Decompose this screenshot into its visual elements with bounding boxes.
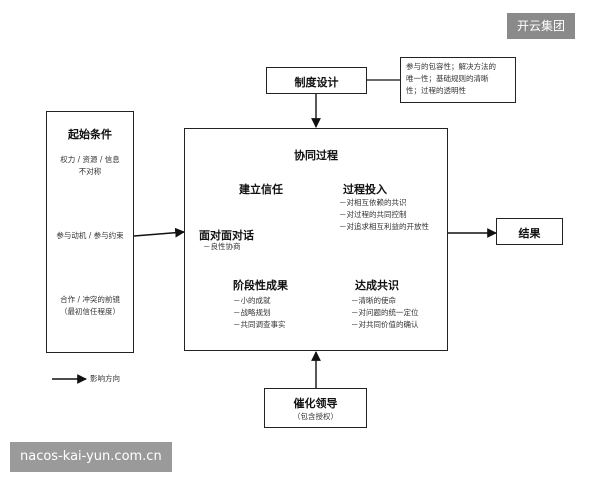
understanding-item: －对共同价值的确认 — [351, 320, 419, 329]
note-line3: 性；过程的透明性 — [406, 86, 466, 95]
prehistory-line1: 合作 / 冲突的前镜 — [60, 295, 120, 304]
institutional-design-note: 参与的包容性；解决方法的 唯一性；基础规则的清晰 性；过程的透明性 — [400, 57, 516, 103]
asymmetry-line2: 不对称 — [78, 167, 102, 176]
outcomes-title: 结果 — [518, 227, 541, 240]
asymmetry-line1: 权力 / 资源 / 信息 — [60, 155, 120, 164]
asymmetry-text: 权力 / 资源 / 信息 不对称 — [47, 154, 133, 178]
note-line1: 参与的包容性；解决方法的 — [406, 62, 496, 71]
start-conditions-box: 起始条件 权力 / 资源 / 信息 不对称 参与动机 / 参与约束 合作 / 冲… — [46, 111, 134, 353]
outcome-item: －共同调查事实 — [233, 320, 286, 329]
prehistory-text: 合作 / 冲突的前镜 （最初信任程度） — [47, 294, 133, 318]
arrow-start-to-process — [133, 227, 185, 238]
incentives-text: 参与动机 / 参与约束 — [56, 231, 124, 240]
start-conditions-title: 起始条件 — [68, 128, 112, 141]
collaborative-process-box: 协同过程 建立信任 过程投入 －对相互依赖的共识 －对过程的共同控制 －对追求相… — [184, 128, 448, 351]
shared-understanding-list: －清晰的使命 －对问题的统一定位 －对共同价值的确认 — [351, 295, 419, 331]
commitment-item: －对相互依赖的共识 — [339, 198, 407, 207]
facilitative-leadership-sub: （包含授权） — [293, 412, 338, 421]
facilitative-leadership-title: 催化领导 — [293, 397, 338, 410]
intermediate-outcomes-list: －小的成就 －战略规划 －共同调查事实 — [233, 295, 286, 331]
watermark-bottom: nacos-kai-yun.com.cn — [10, 442, 172, 472]
build-trust-label: 建立信任 — [239, 183, 283, 196]
prehistory-line2: （最初信任程度） — [60, 307, 120, 316]
understanding-item: －清晰的使命 — [351, 296, 396, 305]
outcome-item: －小的成就 — [233, 296, 271, 305]
intermediate-outcomes-title: 阶段性成果 — [233, 279, 288, 292]
watermark-top: 开云集团 — [507, 13, 576, 39]
institutional-design-title: 制度设计 — [294, 76, 339, 89]
collaborative-process-title: 协同过程 — [294, 149, 338, 162]
shared-understanding-title: 达成共识 — [355, 279, 399, 292]
commitment-item: －对过程的共同控制 — [339, 210, 407, 219]
facilitative-leadership-box: 催化领导 （包含授权） — [264, 388, 367, 428]
legend-label: 影响方向 — [90, 374, 120, 383]
institutional-design-box: 制度设计 — [266, 67, 367, 94]
understanding-item: －对问题的统一定位 — [351, 308, 419, 317]
process-commitment-title: 过程投入 — [343, 183, 387, 196]
commitment-item: －对追求相互利益的开放性 — [339, 222, 429, 231]
face-to-face-sub: －良性协商 — [203, 242, 241, 251]
process-commitment-list: －对相互依赖的共识 －对过程的共同控制 －对追求相互利益的开放性 — [339, 197, 429, 233]
note-line2: 唯一性；基础规则的清晰 — [406, 74, 489, 83]
face-to-face-title: 面对面对话 — [199, 229, 254, 242]
outcome-item: －战略规划 — [233, 308, 271, 317]
outcomes-box: 结果 — [496, 218, 563, 245]
